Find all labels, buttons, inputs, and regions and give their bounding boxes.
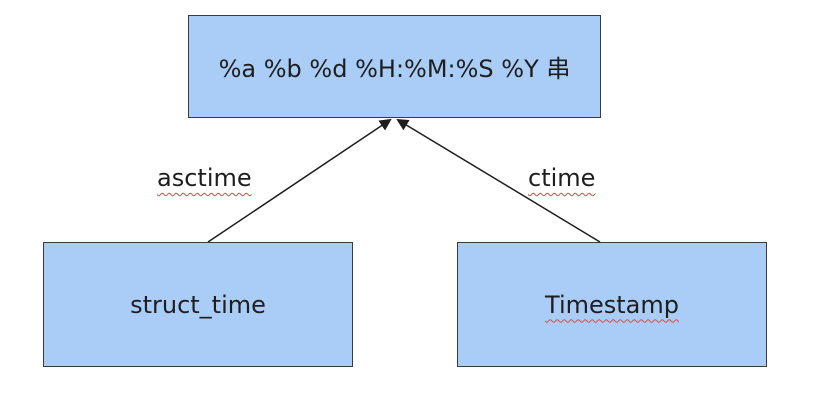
- edge-asctime-line: [207, 118, 392, 243]
- edge-asctime-label: asctime: [157, 164, 252, 192]
- edge-ctime-line: [396, 118, 601, 243]
- node-format-string[interactable]: %a %b %d %H:%M:%S %Y 串: [188, 15, 601, 118]
- node-timestamp[interactable]: Timestamp: [457, 242, 767, 367]
- node-struct-time[interactable]: struct_time: [43, 242, 353, 367]
- node-timestamp-label: Timestamp: [545, 290, 679, 319]
- node-format-string-label: %a %b %d %H:%M:%S %Y 串: [218, 55, 571, 83]
- edge-ctime-label: ctime: [528, 164, 595, 192]
- edge-asctime-text: asctime: [157, 164, 252, 192]
- node-struct-time-label: struct_time: [130, 290, 266, 319]
- edge-ctime-text: ctime: [528, 164, 596, 192]
